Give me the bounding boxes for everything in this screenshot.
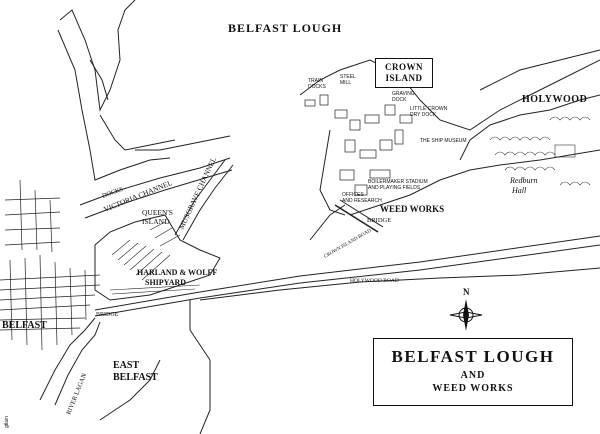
holywood-road [199, 267, 600, 301]
holywood-label: HOLYWOOD [522, 94, 587, 105]
victoria-channel-banks [79, 157, 231, 206]
shipyard-hatching [109, 221, 201, 295]
holywood-woods [489, 116, 591, 186]
ship-museum-label: THE SHIP MUSEUM [420, 138, 467, 144]
queens-island-label: QUEEN'S [142, 208, 173, 217]
holywood-road-label: HOLYWOOD ROAD [350, 278, 399, 284]
coastline-west-docks [59, 0, 136, 112]
belfast-label: BELFAST [2, 320, 47, 331]
shipyard-outline [94, 214, 221, 301]
bridge-right-label: BRIDGE [367, 217, 391, 224]
harland-wolff-label: HARLAND & WOLFF [137, 268, 217, 277]
crown-island-bridge [334, 204, 379, 233]
crown-island-box: CROWN ISLAND [375, 58, 433, 88]
compass-north-label: N [463, 287, 470, 297]
railway-line [94, 235, 600, 311]
crown-island-road-label: CROWN ISLAND ROAD [324, 228, 373, 259]
bridge-left-label: BRIDGE [96, 312, 119, 318]
queens-island-label-2: ISLAND [142, 217, 170, 226]
belfast-city-grid [0, 179, 101, 351]
crown-island-coast [299, 59, 600, 131]
title-line-2: AND [460, 370, 486, 381]
redburn-label: Redburn [509, 176, 538, 185]
east-label: EAST [113, 360, 139, 371]
crown-island-box-line1: CROWN [385, 62, 423, 72]
holywood-shore [479, 49, 600, 91]
crown-island-buildings [304, 94, 413, 196]
belfast-lough-label: BELFAST LOUGH [228, 21, 342, 35]
crown-island-box-line2: ISLAND [385, 73, 423, 83]
east-belfast-label: BELFAST [113, 372, 158, 383]
title-line-3: WEED WORKS [432, 383, 514, 394]
river-lagan-label: RIVER LAGAN [65, 372, 88, 416]
musgrave-channel-banks [174, 159, 226, 236]
compass-rose: N [449, 287, 483, 331]
credit-label: gtlain [4, 416, 10, 428]
map-title-box: BELFAST LOUGH AND WEED WORKS [373, 338, 573, 406]
weed-works-label: WEED WORKS [380, 204, 444, 214]
river-lagan [39, 317, 96, 401]
title-line-1: BELFAST LOUGH [391, 347, 555, 366]
redburn-hall-label: Hall [511, 186, 527, 195]
shipyard-label: SHIPYARD [145, 278, 186, 287]
